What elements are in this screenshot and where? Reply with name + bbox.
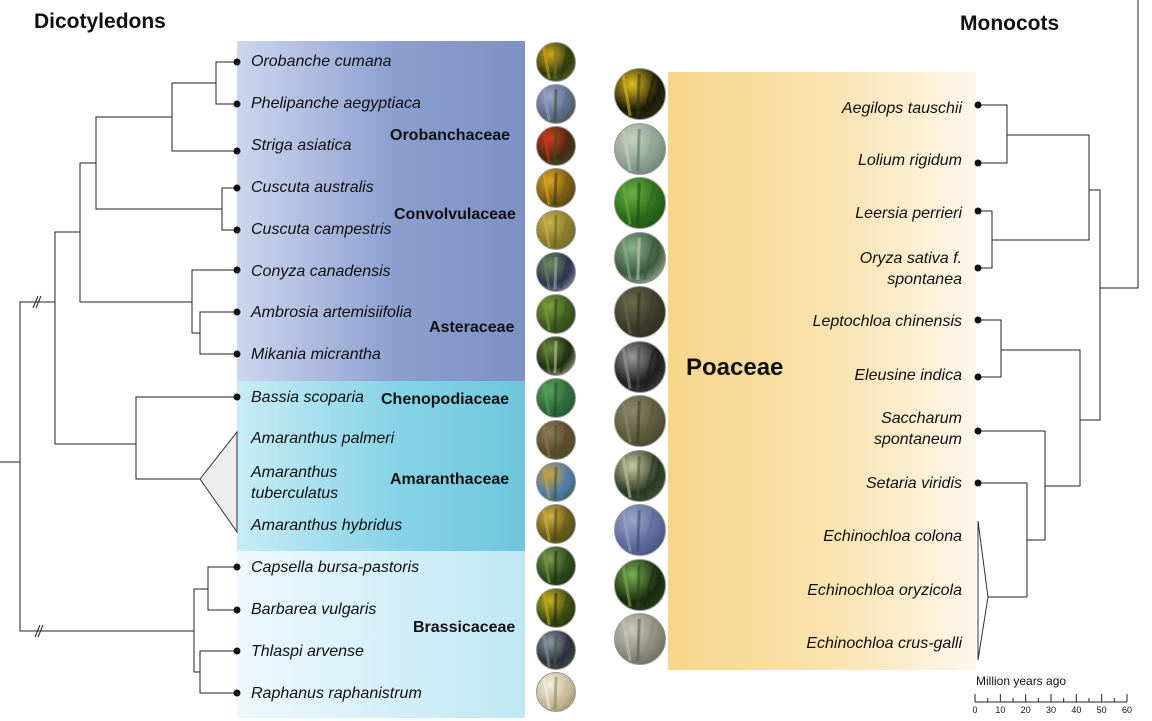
family-convolvulaceae: Convolvulaceae [394, 206, 516, 223]
scale-tick-label: 0 [972, 705, 978, 715]
species-label: Thlaspi arvense [251, 643, 364, 660]
family-asteraceae: Asteraceae [429, 319, 515, 336]
plant-photo-thumb [536, 588, 576, 628]
species-label: Echinochloa crus-galli [806, 635, 962, 652]
plant-photo-thumb [536, 168, 576, 208]
scale-tick-label: 40 [1071, 705, 1082, 715]
plant-photo-thumb [536, 546, 576, 586]
dicots-header: Dicotyledons [34, 10, 166, 33]
family-poaceae: Poaceae [686, 354, 784, 381]
family-amaranthaceae: Amaranthaceae [390, 471, 510, 488]
plant-photo-thumb [614, 504, 666, 556]
plant-photo-thumb [536, 672, 576, 712]
plant-photo-thumb [536, 42, 576, 82]
scale-title: Million years ago [976, 674, 1067, 688]
plant-photo-thumb [614, 449, 666, 502]
panel-middle [237, 381, 525, 551]
plant-photo-thumb [614, 68, 666, 120]
plant-photo-thumb [536, 84, 576, 124]
plant-photo-thumb [614, 395, 666, 447]
species-label: Amaranthus tuberculatus [251, 464, 339, 502]
species-label: Capsella bursa-pastoris [251, 559, 420, 576]
species-label: Phelipanche aegyptiaca [251, 95, 421, 112]
species-label: Eleusine indica [854, 367, 962, 384]
species-label: Cuscuta australis [251, 179, 374, 196]
species-label: Aegilops tauschii [841, 100, 962, 117]
plant-photo-thumb [536, 210, 576, 250]
plant-photo-thumb [614, 558, 666, 611]
plant-photo-thumb [536, 126, 576, 166]
panel-poaceae [668, 72, 976, 670]
scale-tick-label: 10 [995, 705, 1006, 715]
species-label: Conyza canadensis [251, 263, 391, 280]
plant-photo-thumb [536, 462, 576, 502]
species-label: Lolium rigidum [857, 152, 962, 169]
plant-photo-thumb [614, 340, 666, 393]
plant-photo-thumb [614, 122, 666, 175]
plant-photo-thumb [614, 613, 666, 665]
species-label: Echinochloa colona [823, 528, 962, 545]
family-brassicaceae: Brassicaceae [413, 619, 516, 636]
plant-photo-thumb [536, 378, 576, 418]
monocots-header: Monocots [960, 12, 1060, 35]
species-label: Bassia scoparia [251, 389, 364, 406]
family-chenopodiaceae: Chenopodiaceae [381, 391, 510, 408]
plant-photo-thumb [614, 177, 666, 229]
species-label: Ambrosia artemisiifolia [251, 304, 412, 321]
plant-photo-thumb [536, 336, 576, 376]
plant-photo-thumb [536, 294, 576, 334]
plant-photo-thumb [536, 504, 576, 544]
species-label: Striga asiatica [251, 137, 352, 154]
species-label: Leptochloa chinensis [812, 313, 962, 330]
species-label: Oryza sativa f. spontanea [859, 250, 962, 288]
scale-tick-label: 50 [1096, 705, 1107, 715]
species-label: Raphanus raphanistrum [251, 685, 422, 702]
plant-photo-thumb [536, 420, 576, 460]
plant-photo-thumb [536, 630, 576, 670]
scale-tick-label: 60 [1121, 705, 1133, 715]
species-label: Amaranthus hybridus [251, 517, 403, 534]
plant-photo-thumb [614, 286, 666, 338]
scale-tick-label: 20 [1020, 705, 1031, 715]
species-label: Orobanche cumana [251, 53, 392, 70]
panel-upper [237, 41, 525, 381]
species-label: Echinochloa oryzicola [807, 582, 962, 599]
plant-photo-thumb [536, 252, 576, 292]
family-orobanchaceae: Orobanchaceae [390, 127, 511, 144]
scale-tick-label: 30 [1045, 705, 1057, 715]
plant-photo-thumb [614, 231, 666, 284]
species-label: Setaria viridis [865, 475, 962, 492]
species-label: Mikania micrantha [251, 346, 381, 363]
species-label: Saccharum spontaneum [873, 410, 962, 448]
species-label: Leersia perrieri [855, 205, 962, 222]
panel-lower [237, 551, 525, 718]
species-label: Barbarea vulgaris [251, 601, 377, 618]
species-label: Cuscuta campestris [251, 221, 392, 238]
species-label: Amaranthus palmeri [251, 430, 395, 447]
